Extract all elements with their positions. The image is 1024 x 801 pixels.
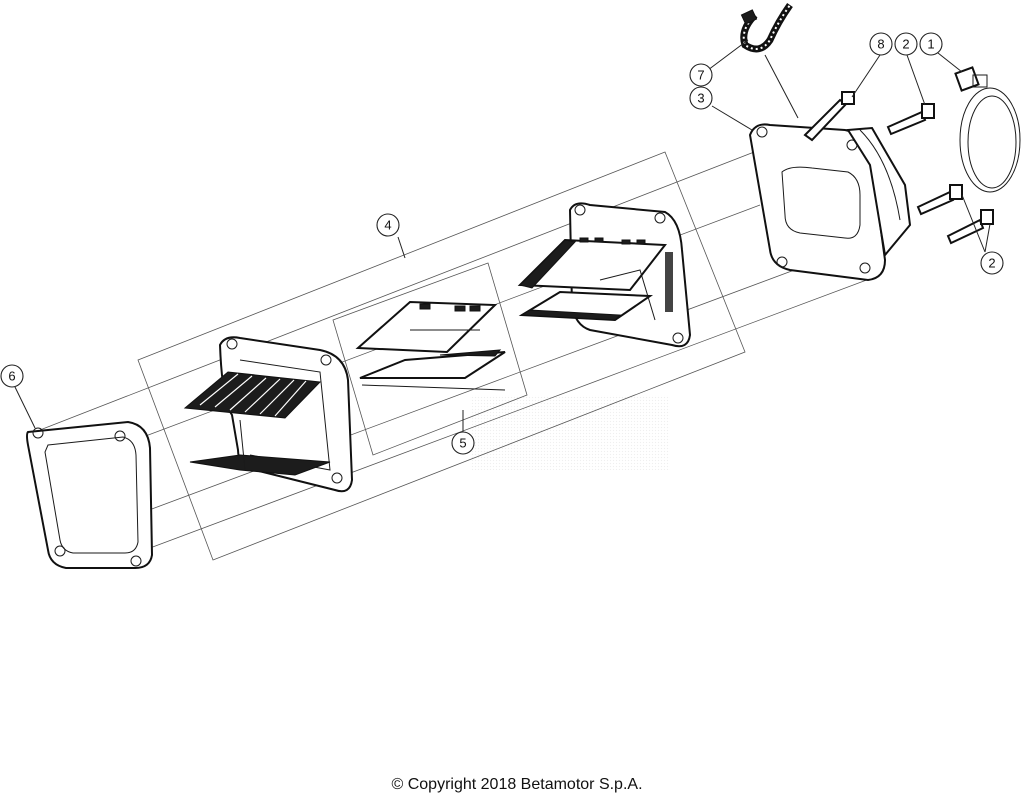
callout-4: 4 xyxy=(376,213,400,237)
callout-2: 2 xyxy=(894,32,918,56)
screw-2-top xyxy=(886,103,935,136)
part-6-gasket xyxy=(26,420,154,569)
reed-block-left xyxy=(183,336,354,493)
part-7-cable-tie xyxy=(740,2,793,53)
callout-6: 6 xyxy=(0,364,24,388)
svg-text:2: 2 xyxy=(902,37,909,52)
svg-text:7: 7 xyxy=(697,68,704,83)
screw-8 xyxy=(803,91,855,142)
copyright-notice: © Copyright 2018 Betamotor S.p.A. xyxy=(391,776,643,793)
callout-5: 5 xyxy=(451,431,475,455)
part-5-reed-petals xyxy=(355,300,506,391)
callout-1: 1 xyxy=(919,32,943,56)
leader-lines xyxy=(14,39,991,437)
reed-block-right xyxy=(517,202,692,348)
svg-text:5: 5 xyxy=(459,436,466,451)
svg-text:6: 6 xyxy=(8,369,15,384)
watermark xyxy=(470,395,670,470)
part-1-hose-clamp xyxy=(954,66,1021,193)
screw-2-mid xyxy=(916,184,963,216)
svg-text:2: 2 xyxy=(988,256,995,271)
group-box-4 xyxy=(137,151,746,561)
screw-2-low xyxy=(946,209,994,245)
svg-text:1: 1 xyxy=(927,37,934,52)
part-3-intake-manifold xyxy=(748,123,912,282)
callout-3: 3 xyxy=(689,86,713,110)
svg-text:4: 4 xyxy=(384,218,391,233)
svg-text:3: 3 xyxy=(697,91,704,106)
alignment-lines xyxy=(39,137,881,549)
svg-text:8: 8 xyxy=(877,37,884,52)
callout-2: 2 xyxy=(980,251,1004,275)
callout-7: 7 xyxy=(689,63,713,87)
group-box-5 xyxy=(332,262,528,456)
callout-8: 8 xyxy=(869,32,893,56)
